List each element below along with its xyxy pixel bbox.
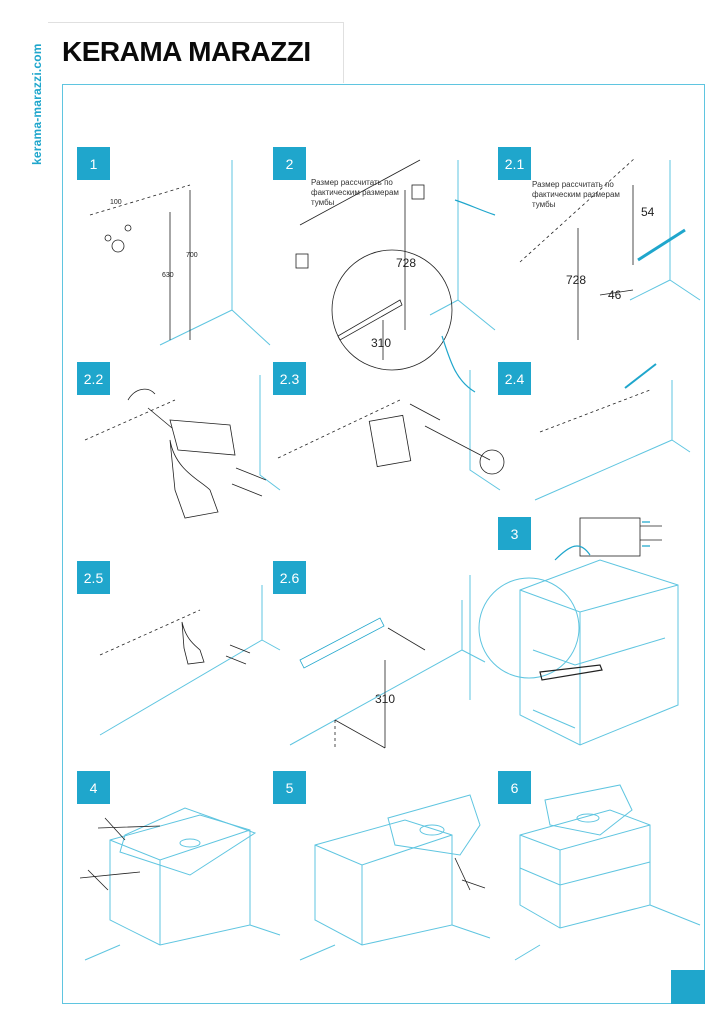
instruction-frame bbox=[62, 84, 705, 1004]
dim-630: 630 bbox=[162, 272, 174, 279]
step-badge-2-3: 2.3 bbox=[273, 362, 306, 395]
note-step-2-1: Размер рассчитать по фактическим размера… bbox=[532, 180, 620, 209]
step-badge-2-4: 2.4 bbox=[498, 362, 531, 395]
step-badge-6: 6 bbox=[498, 771, 531, 804]
step-badge-2-5: 2.5 bbox=[77, 561, 110, 594]
dim-54: 54 bbox=[641, 205, 655, 219]
step-badge-2: 2 bbox=[273, 147, 306, 180]
dim-728-step2: 728 bbox=[396, 256, 417, 270]
step-badge-2-1: 2.1 bbox=[498, 147, 531, 180]
dim-100: 100 bbox=[110, 199, 122, 206]
dim-700: 700 bbox=[186, 252, 198, 259]
header-box bbox=[48, 22, 344, 83]
corner-block bbox=[671, 970, 705, 1004]
step-badge-2-6: 2.6 bbox=[273, 561, 306, 594]
step-badge-4: 4 bbox=[77, 771, 110, 804]
dim-728-step2-1: 728 bbox=[566, 273, 587, 287]
step-badge-3: 3 bbox=[498, 517, 531, 550]
step-badge-1: 1 bbox=[77, 147, 110, 180]
dim-46: 46 bbox=[608, 288, 622, 302]
step-badge-2-2: 2.2 bbox=[77, 362, 110, 395]
note-step-2: Размер рассчитать по фактическим размера… bbox=[311, 178, 399, 207]
step-badge-5: 5 bbox=[273, 771, 306, 804]
dim-310-step2: 310 bbox=[371, 336, 392, 350]
brand-title: KERAMA MARAZZI bbox=[62, 36, 311, 67]
